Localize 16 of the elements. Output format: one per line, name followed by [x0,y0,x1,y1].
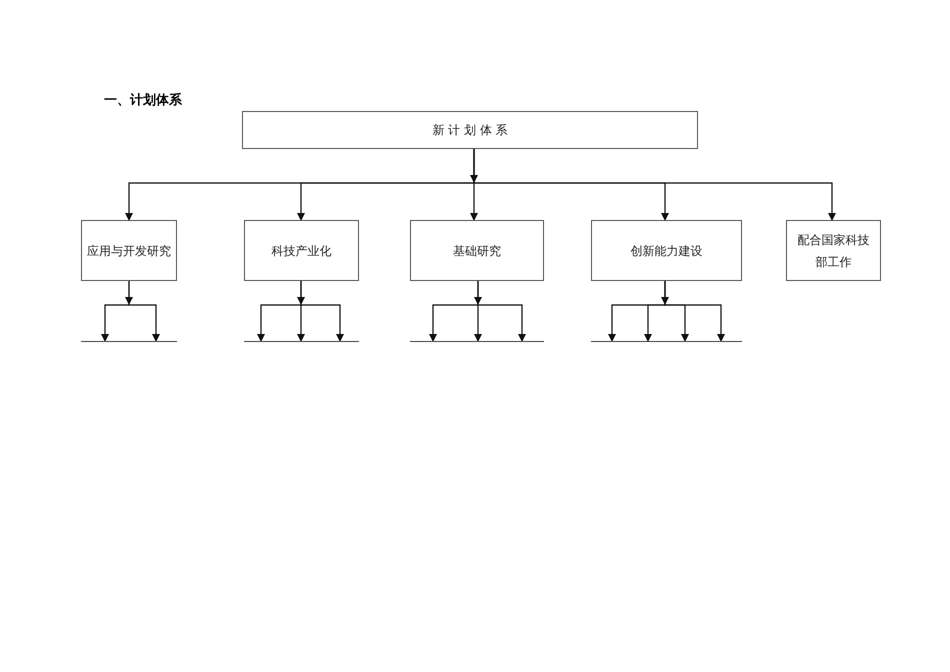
arrow [473,149,836,221]
plan-box: 创新能力建设 [591,220,742,281]
arrow [300,281,344,342]
heading: 一、计划体系 [104,92,182,109]
plan-box: 科技产业化 [244,220,359,281]
plan-box: 新 计 划 体 系 [242,111,698,149]
plan-box: 应用与开发研究 [81,220,177,281]
arrow [664,281,725,342]
baseline-bar [410,341,544,342]
arrow [128,281,160,342]
baseline-bar [591,341,742,342]
baseline-bar [81,341,177,342]
arrow [477,281,526,342]
baseline-bar [244,341,359,342]
plan-box: 配合国家科技部工作 [786,220,881,281]
plan-box: 基础研究 [410,220,544,281]
